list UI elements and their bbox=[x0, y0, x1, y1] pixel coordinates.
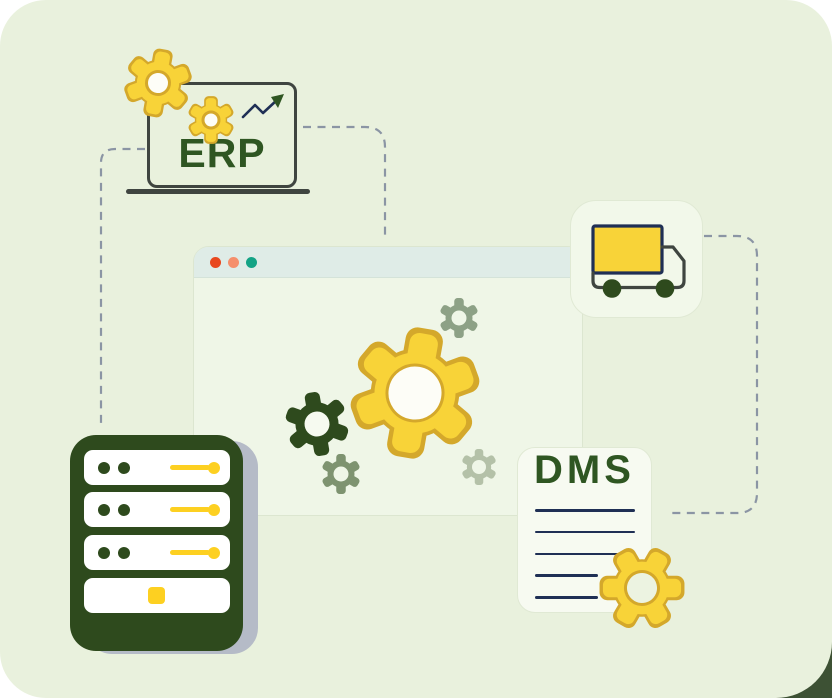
server-slider-knob bbox=[208, 461, 220, 474]
server-slot bbox=[84, 492, 230, 527]
dms-text-line bbox=[535, 530, 635, 534]
laptop-base bbox=[126, 189, 310, 194]
browser-dot-teal-icon bbox=[246, 257, 257, 268]
dms-text-line bbox=[535, 509, 635, 512]
server-led-icon bbox=[118, 461, 130, 474]
server-slider bbox=[170, 465, 210, 470]
server-slider-knob bbox=[208, 546, 220, 559]
dms-text-lines bbox=[535, 509, 635, 618]
browser-dot-orange-icon bbox=[228, 257, 239, 268]
server-slot bbox=[84, 578, 230, 613]
laptop-screen bbox=[147, 82, 297, 188]
server-slider bbox=[170, 507, 210, 512]
dms-text-line bbox=[535, 552, 635, 556]
server-slider-knob bbox=[208, 503, 220, 516]
server-slot bbox=[84, 450, 230, 485]
server-led-icon bbox=[118, 503, 130, 516]
server-led-icon bbox=[98, 546, 110, 559]
server-led-icon bbox=[98, 503, 110, 516]
dms-text-line bbox=[535, 574, 598, 577]
server-led-icon bbox=[98, 461, 110, 474]
dms-label: DMS bbox=[534, 448, 635, 492]
browser-dot-red-icon bbox=[210, 257, 221, 268]
truck-card bbox=[570, 200, 703, 318]
dms-text-line bbox=[535, 596, 598, 599]
erp-label: ERP bbox=[178, 130, 266, 176]
browser-header bbox=[194, 247, 582, 278]
server-button-icon bbox=[148, 587, 165, 604]
server-led-icon bbox=[118, 546, 130, 559]
server-icon bbox=[70, 435, 243, 651]
server-slider bbox=[170, 550, 210, 555]
server-slot bbox=[84, 535, 230, 570]
